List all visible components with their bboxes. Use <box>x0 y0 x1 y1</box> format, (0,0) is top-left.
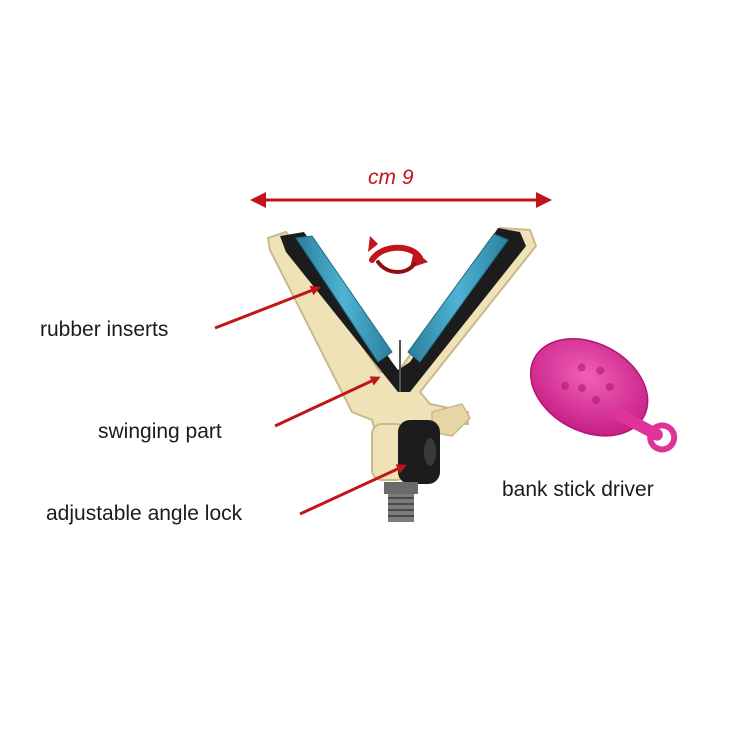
width-dimension-arrow <box>250 192 552 208</box>
label-angle-lock: adjustable angle lock <box>46 502 243 525</box>
rubber-inserts <box>295 233 509 363</box>
swing-rotation-icon <box>368 236 428 274</box>
threaded-stud <box>384 482 418 522</box>
dimension-label: cm 9 <box>368 166 414 189</box>
label-bank-stick-driver: bank stick driver <box>502 478 654 501</box>
label-rubber-inserts: rubber inserts <box>40 318 169 341</box>
label-pointers <box>214 285 407 516</box>
label-swinging-part: swinging part <box>98 420 222 443</box>
angle-lock-knob <box>371 420 440 484</box>
bank-stick-driver <box>529 338 678 453</box>
